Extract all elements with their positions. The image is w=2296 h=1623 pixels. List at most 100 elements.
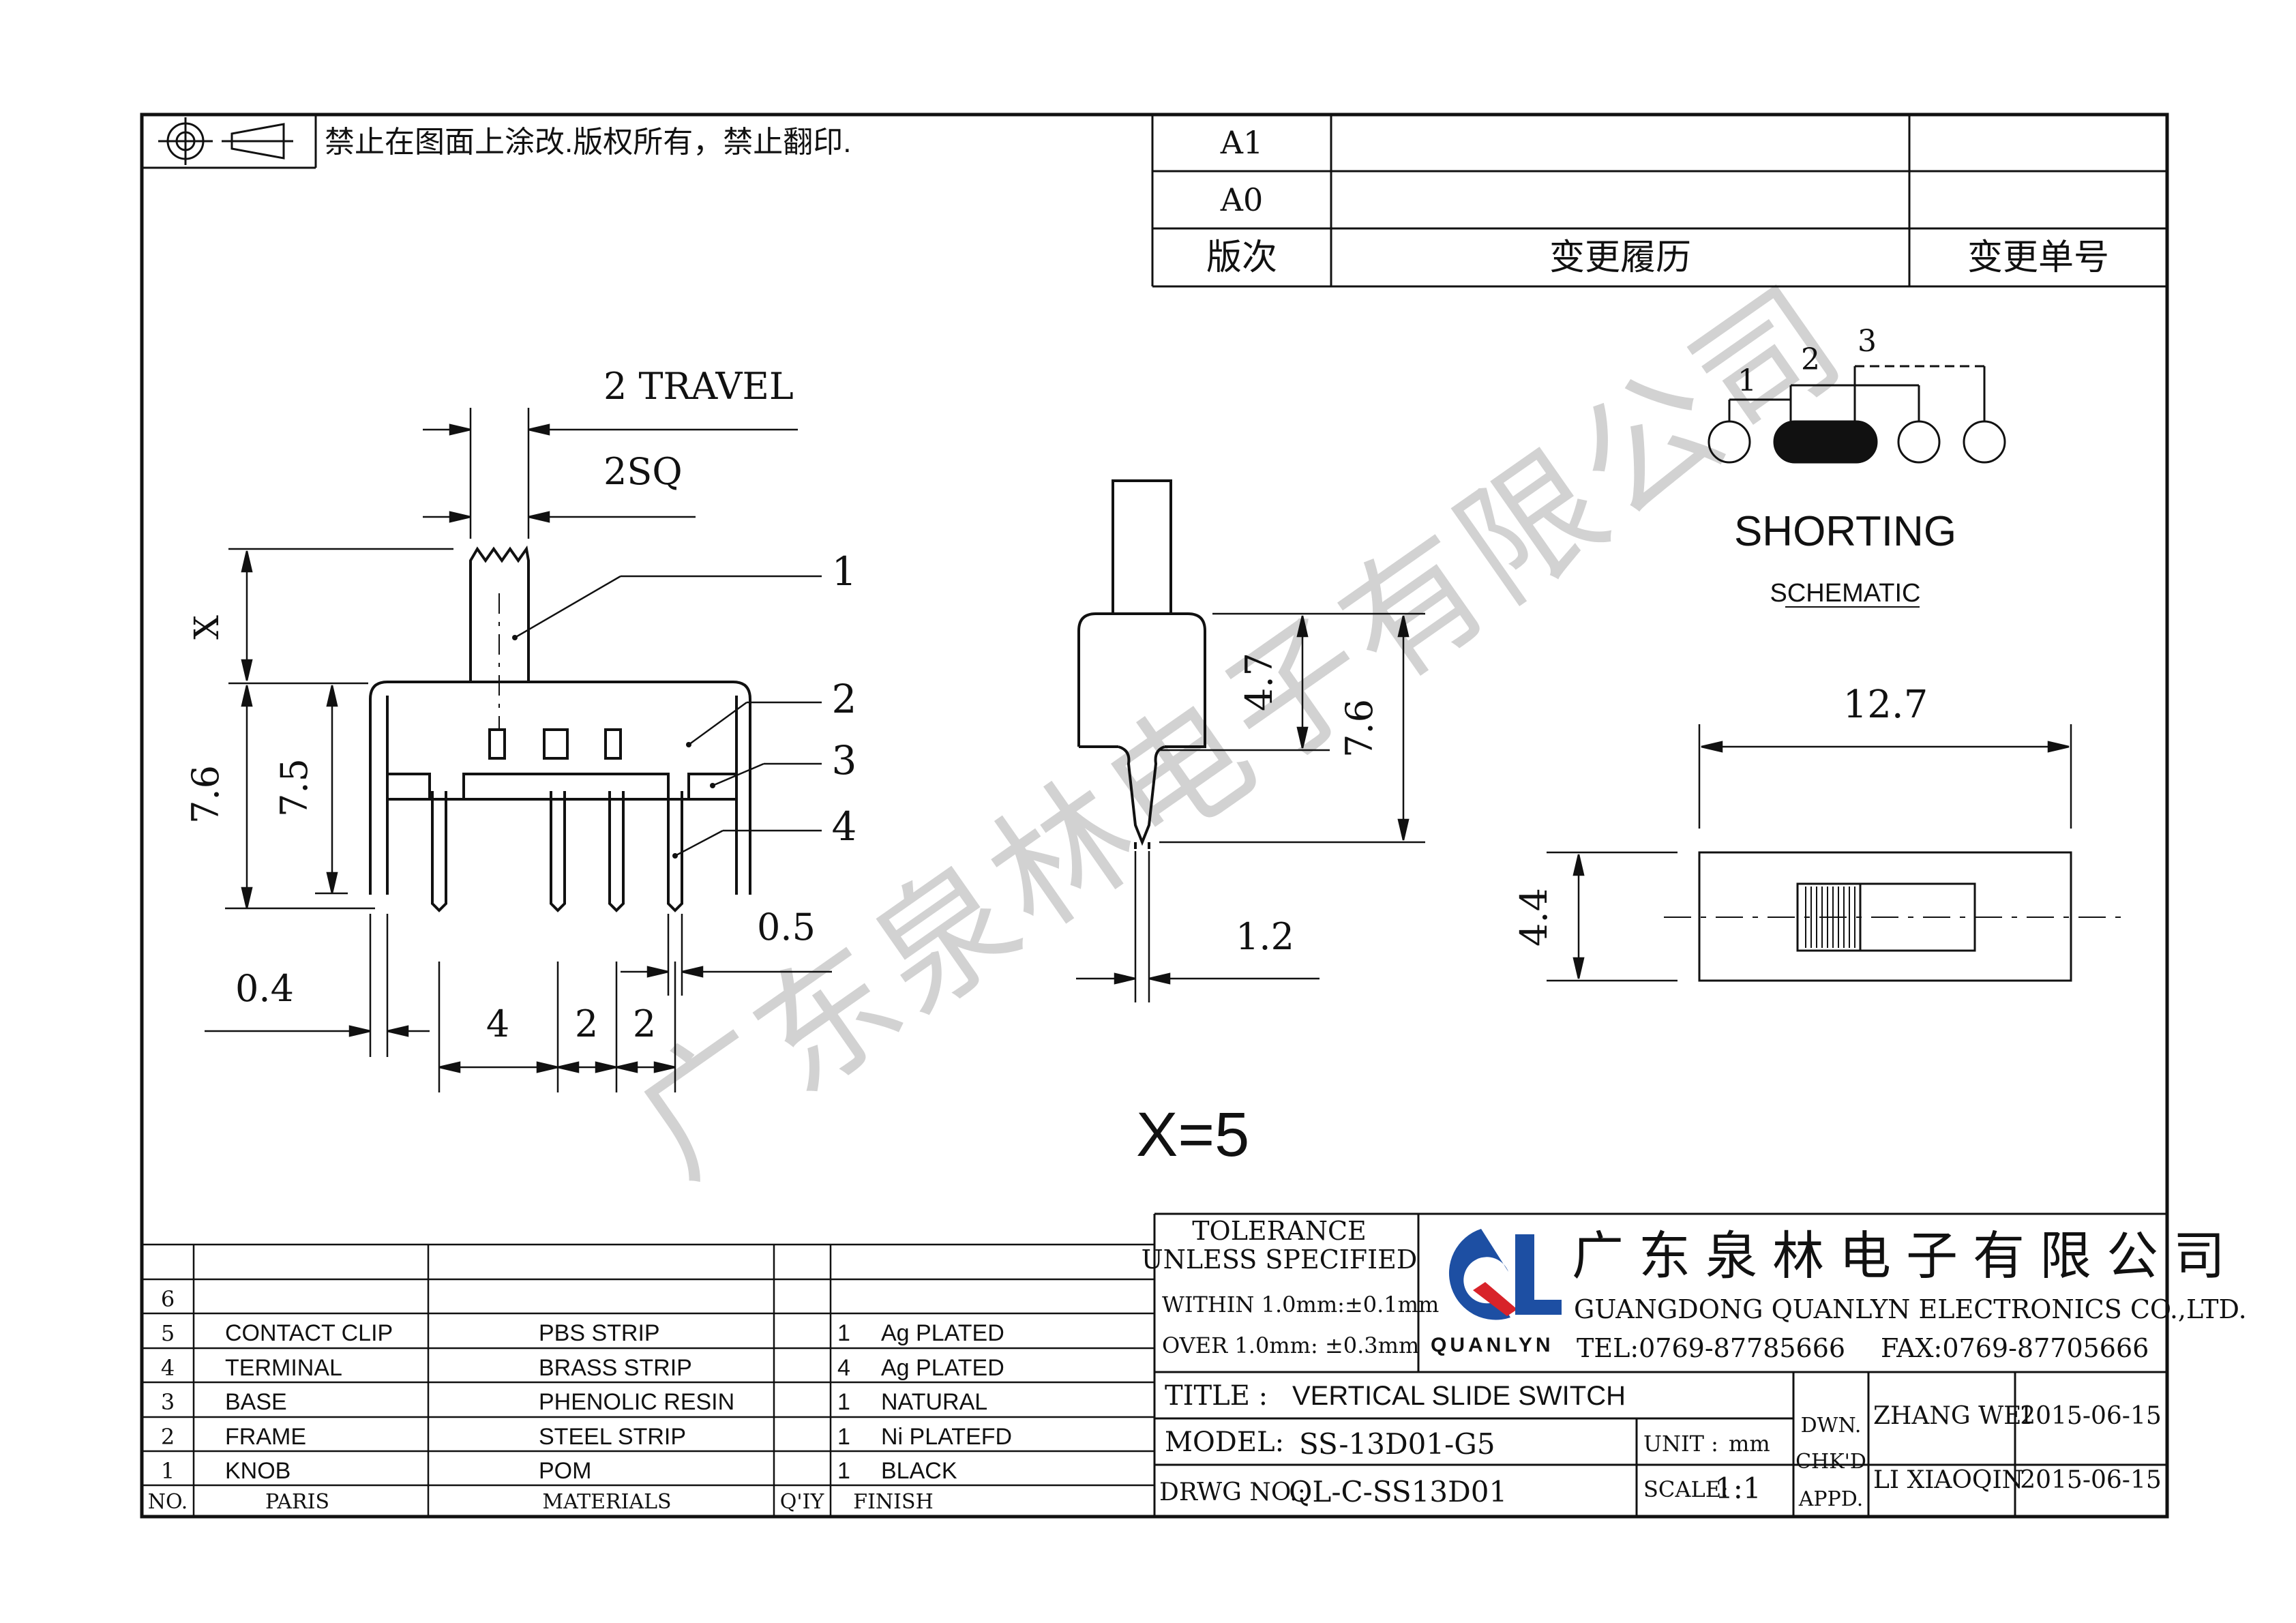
parts-row-5-no: 5 <box>161 1320 175 1346</box>
parts-row-3-material: PHENOLIC RESIN <box>539 1389 734 1415</box>
front-view-dimension-lines <box>1076 612 1425 1002</box>
parts-row-5-part: CONTACT CLIP <box>225 1320 393 1346</box>
callout-2: 2 <box>832 676 857 722</box>
dim-1-2: 1.2 <box>1236 915 1294 958</box>
company-name-en: GUANGDONG QUANLYN ELECTRONICS CO.,LTD. <box>1574 1294 2247 1324</box>
company-name-cn: 广东泉林电子有限公司 <box>1572 1225 2240 1286</box>
terminal-3 <box>608 791 625 912</box>
schematic-pin-1: 1 <box>1738 363 1757 398</box>
parts-header-qty: Q'IY <box>780 1490 825 1514</box>
revision-table <box>1151 115 2167 288</box>
parts-row-6-no: 6 <box>161 1286 175 1312</box>
parts-row-4-finish: Ag PLATED <box>881 1355 1004 1381</box>
parts-row-3-qty: 1 <box>837 1389 850 1415</box>
dim-pitch-2a: 2 <box>575 1002 598 1045</box>
header-notice: 禁止在图面上涂改.版权所有，禁止翻印. <box>142 115 851 169</box>
dim-7-5: 7.5 <box>273 758 316 817</box>
top-view-dimension-lines <box>1547 724 2072 982</box>
parts-row-3-part: BASE <box>225 1389 287 1415</box>
title-label: TITLE : <box>1165 1380 1268 1412</box>
revision-header-number: 变更单号 <box>1967 237 2109 278</box>
projection-symbol-icon <box>158 117 293 165</box>
tolerance-over: OVER 1.0mm: ±0.3mm <box>1162 1332 1419 1358</box>
parts-row-1-qty: 1 <box>837 1458 850 1484</box>
watermark-text: 广东泉林电子有限公司 <box>610 255 1874 1206</box>
tolerance-line-2: UNLESS SPECIFIED <box>1142 1245 1418 1275</box>
dim-pitch-2b: 2 <box>633 1002 656 1045</box>
model-value: SS-13D01-G5 <box>1299 1427 1495 1461</box>
callout-4: 4 <box>832 803 857 850</box>
parts-row-2-qty: 1 <box>837 1424 850 1450</box>
schematic-pin-3: 3 <box>1858 324 1877 359</box>
parts-row-3-no: 3 <box>161 1389 175 1415</box>
parts-table-grid <box>142 1243 1154 1517</box>
parts-row-5-material: PBS STRIP <box>539 1320 660 1346</box>
terminal-2 <box>550 791 566 912</box>
parts-row-1-no: 1 <box>161 1458 175 1484</box>
callout-3: 3 <box>832 737 857 784</box>
schematic-title: SHORTING <box>1734 508 1956 555</box>
knob-outline <box>469 545 530 683</box>
watermark: 广东泉林电子有限公司 <box>610 255 1874 1206</box>
company-tel: TEL:0769-87785666 <box>1577 1333 1845 1363</box>
parts-row-2-part: FRAME <box>225 1424 306 1450</box>
parts-row-5-finish: Ag PLATED <box>881 1320 1004 1346</box>
parts-row-5-qty: 1 <box>837 1320 850 1346</box>
base-outline <box>387 773 736 801</box>
x-value-label: X=5 <box>1136 1100 1249 1170</box>
revision-a0: A0 <box>1220 181 1264 218</box>
parts-row-2-no: 2 <box>161 1424 175 1450</box>
revision-a1: A1 <box>1220 124 1264 161</box>
title-value: VERTICAL SLIDE SWITCH <box>1292 1381 1626 1411</box>
dim-pitch-4: 4 <box>486 1002 509 1045</box>
dim-4-4: 4.4 <box>1512 888 1555 947</box>
parts-row-4-material: BRASS STRIP <box>539 1355 692 1381</box>
parts-table: 6 5 CONTACT CLIP PBS STRIP 1 Ag PLATED 4 TERMIN… <box>148 1286 1012 1514</box>
parts-row-2-finish: Ni PLATEFD <box>881 1424 1012 1450</box>
dim-square: 2SQ <box>603 450 683 493</box>
parts-header-no: NO. <box>148 1490 188 1514</box>
scale-label: SCALE: <box>1643 1476 1729 1502</box>
company-fax: FAX:0769-87705666 <box>1881 1333 2149 1363</box>
parts-row-4-qty: 4 <box>837 1355 850 1381</box>
tolerance-within: WITHIN 1.0mm:±0.1mm <box>1162 1292 1439 1317</box>
dim-12-7: 12.7 <box>1843 683 1928 727</box>
parts-row-4-part: TERMINAL <box>225 1355 342 1381</box>
unit-label: UNIT : <box>1643 1431 1718 1457</box>
logo-name: QUANLYN <box>1431 1334 1554 1356</box>
dwn-label: DWN. <box>1801 1414 1862 1438</box>
parts-header-part: PARIS <box>265 1490 329 1514</box>
schematic-subtitle: SCHEMATIC <box>1770 579 1921 608</box>
model-label: MODEL: <box>1165 1427 1284 1458</box>
parts-row-3-finish: NATURAL <box>881 1389 987 1415</box>
parts-row-1-finish: BLACK <box>881 1458 957 1484</box>
dim-4-7: 4.7 <box>1238 653 1281 711</box>
parts-header-material: MATERIALS <box>542 1490 671 1514</box>
scale-value: 1:1 <box>1715 1472 1761 1505</box>
parts-row-1-material: POM <box>539 1458 591 1484</box>
checked-date: 2015-06-15 <box>2020 1466 2162 1494</box>
drwg-label: DRWG NO.: <box>1159 1478 1306 1506</box>
unit-value: mm <box>1729 1431 1770 1457</box>
terminal-4 <box>667 791 683 912</box>
company-logo <box>1448 1229 1562 1320</box>
dim-0-4: 0.4 <box>235 967 294 1010</box>
frame-outline <box>369 681 751 895</box>
appd-label: APPD. <box>1798 1487 1864 1511</box>
drawn-by: ZHANG WEI <box>1873 1402 2031 1430</box>
dim-travel: 2 TRAVEL <box>603 365 794 408</box>
side-view-dimension-lines <box>205 408 832 1092</box>
copyright-notice: 禁止在图面上涂改.版权所有，禁止翻印. <box>325 125 851 159</box>
dim-x: X <box>187 615 226 640</box>
parts-row-2-material: STEEL STRIP <box>539 1424 686 1450</box>
tolerance-line-1: TOLERANCE <box>1192 1216 1367 1246</box>
parts-row-4-no: 4 <box>161 1355 175 1381</box>
drawn-date: 2015-06-15 <box>2020 1402 2162 1430</box>
chkd-label: CHK'D <box>1795 1450 1866 1474</box>
terminal-1 <box>431 791 447 912</box>
callout-dots <box>512 635 715 859</box>
revision-header-rev: 版次 <box>1206 237 1277 278</box>
dim-7-6-front: 7.6 <box>1338 699 1381 758</box>
callout-1: 1 <box>832 548 857 595</box>
